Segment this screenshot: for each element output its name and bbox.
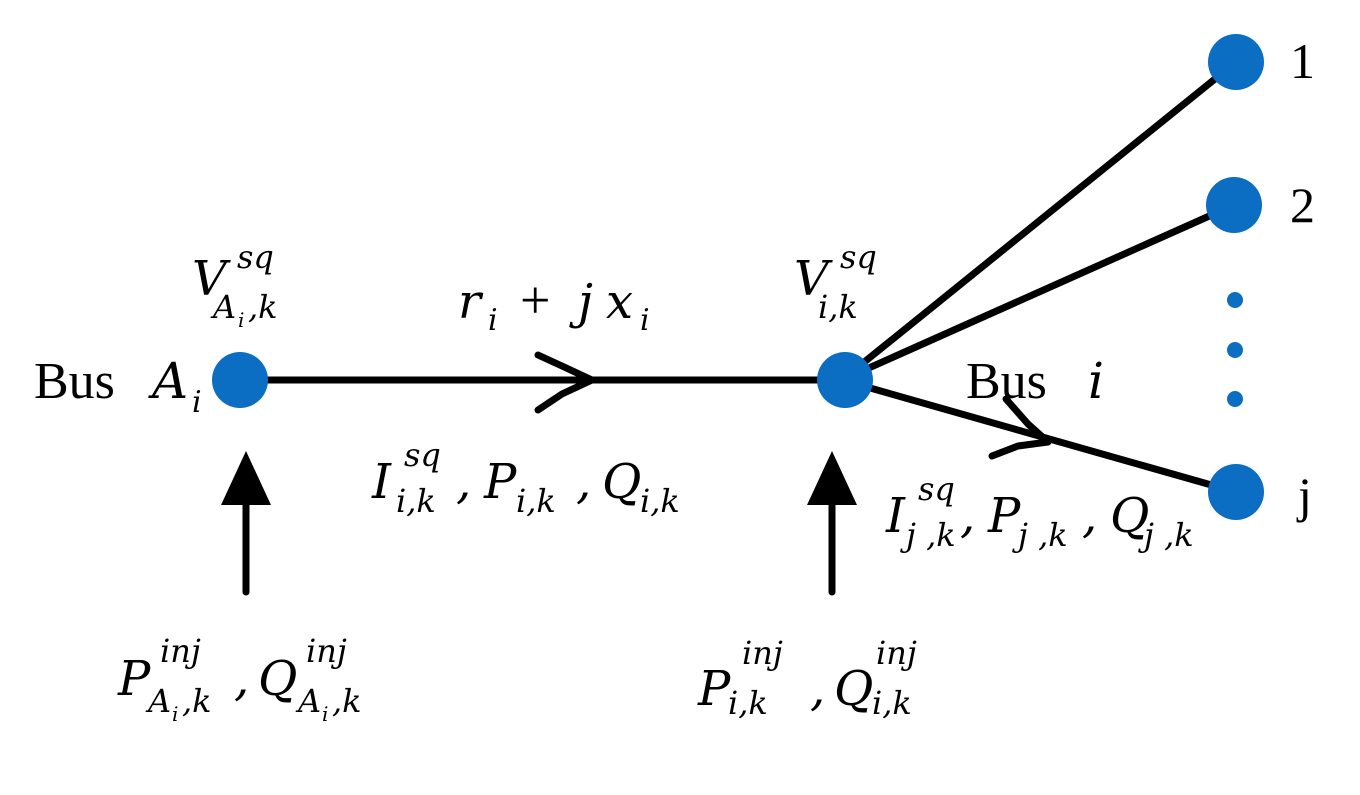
svg-text:x: x bbox=[606, 274, 633, 330]
impedance-label: r i + j x i bbox=[458, 270, 650, 338]
svg-text:,: , bbox=[576, 454, 591, 510]
injection-label-i: P inj i,k , Q inj i,k bbox=[697, 634, 917, 722]
svg-text:P: P bbox=[483, 454, 517, 510]
svg-text:j ,k: j ,k bbox=[900, 516, 956, 554]
svg-text:sq: sq bbox=[918, 470, 955, 508]
injection-label-ai: P inj A i ,k , Q inj A i ,k bbox=[117, 632, 362, 726]
svg-text:Bus: Bus bbox=[966, 353, 1047, 410]
svg-text:P: P bbox=[117, 651, 151, 707]
line-i-to-1 bbox=[838, 58, 1240, 384]
svg-text:i: i bbox=[1088, 352, 1104, 410]
svg-text:,: , bbox=[1082, 488, 1097, 544]
svg-text:i,k: i,k bbox=[872, 684, 912, 722]
svg-text:,k: ,k bbox=[332, 682, 362, 720]
svg-text:i: i bbox=[640, 303, 650, 338]
svg-text:i: i bbox=[192, 385, 202, 420]
svg-text:sq: sq bbox=[237, 238, 274, 276]
branch-j-label: j bbox=[1296, 467, 1312, 523]
svg-text:inj: inj bbox=[306, 632, 347, 670]
branch-2-label: 2 bbox=[1290, 177, 1315, 233]
bus-i-label: Bus i bbox=[966, 352, 1104, 410]
svg-text:A: A bbox=[145, 682, 171, 720]
branch-j-node bbox=[1208, 464, 1264, 520]
svg-text:,k: ,k bbox=[248, 288, 278, 326]
flow-arrow-main bbox=[534, 351, 596, 414]
svg-text:I: I bbox=[371, 454, 392, 510]
bus-i-node bbox=[817, 352, 873, 408]
svg-text:V: V bbox=[192, 251, 231, 307]
bus-ai-node bbox=[212, 352, 268, 408]
voltage-label-i: V sq i,k bbox=[794, 238, 877, 326]
svg-text:A: A bbox=[210, 288, 236, 326]
ellipsis-dot bbox=[1227, 342, 1243, 358]
branch-2-node bbox=[1206, 177, 1262, 233]
svg-text:V: V bbox=[794, 251, 833, 307]
svg-text:i: i bbox=[488, 303, 498, 338]
branch-1-node bbox=[1208, 34, 1264, 90]
svg-text:A: A bbox=[148, 352, 188, 410]
svg-text:i: i bbox=[322, 702, 328, 726]
flow-arrow-branch-j bbox=[988, 395, 1052, 460]
svg-text:inj: inj bbox=[742, 634, 783, 672]
line-i-to-2 bbox=[838, 201, 1238, 384]
flow-label-j: I sq j ,k , P j ,k , Q j ,k bbox=[885, 470, 1194, 554]
svg-text:A: A bbox=[295, 682, 321, 720]
svg-text:,: , bbox=[960, 488, 975, 544]
svg-text:Q: Q bbox=[258, 651, 297, 707]
svg-text:j ,k: j ,k bbox=[1012, 516, 1068, 554]
svg-text:+: + bbox=[520, 270, 550, 330]
svg-text:Bus: Bus bbox=[34, 353, 115, 410]
svg-text:i: i bbox=[238, 308, 244, 332]
svg-text:,: , bbox=[810, 661, 825, 717]
voltage-label-ai: V sq A i ,k bbox=[192, 238, 278, 332]
branch-1-label: 1 bbox=[1290, 33, 1315, 89]
svg-text:sq: sq bbox=[404, 436, 441, 474]
svg-text:I: I bbox=[885, 488, 906, 544]
svg-text:,: , bbox=[456, 454, 471, 510]
svg-text:i,k: i,k bbox=[728, 684, 768, 722]
flow-label-i: I sq i,k , P i,k , Q i,k bbox=[371, 436, 680, 520]
svg-text:j: j bbox=[569, 274, 593, 330]
svg-text:inj: inj bbox=[876, 634, 917, 672]
svg-text:Q: Q bbox=[834, 661, 873, 717]
bus-ai-label: Bus A i bbox=[34, 352, 202, 420]
svg-text:sq: sq bbox=[840, 238, 877, 276]
svg-text:P: P bbox=[697, 661, 731, 717]
svg-text:i,k: i,k bbox=[640, 482, 680, 520]
ellipsis-dot bbox=[1227, 391, 1243, 407]
svg-text:r: r bbox=[458, 274, 484, 330]
svg-text:inj: inj bbox=[160, 632, 201, 670]
svg-text:Q: Q bbox=[1110, 488, 1149, 544]
svg-text:i,k: i,k bbox=[516, 482, 556, 520]
svg-text:j ,k: j ,k bbox=[1138, 516, 1194, 554]
svg-text:P: P bbox=[987, 488, 1021, 544]
svg-text:Q: Q bbox=[602, 454, 641, 510]
svg-text:i,k: i,k bbox=[396, 482, 436, 520]
svg-text:,k: ,k bbox=[182, 682, 212, 720]
injection-arrow-ai-head bbox=[221, 451, 271, 505]
ellipsis-dot bbox=[1227, 292, 1243, 308]
svg-text:i: i bbox=[172, 702, 178, 726]
injection-arrow-i-head bbox=[807, 451, 857, 505]
svg-text:i,k: i,k bbox=[818, 288, 858, 326]
svg-text:,: , bbox=[234, 651, 249, 707]
